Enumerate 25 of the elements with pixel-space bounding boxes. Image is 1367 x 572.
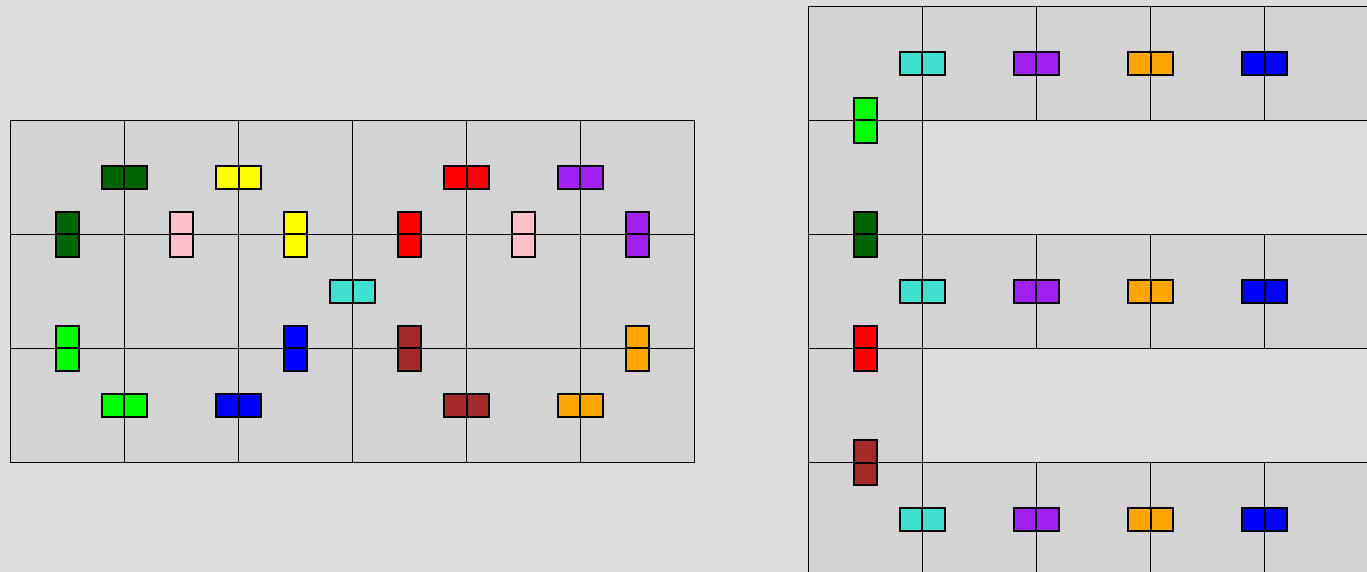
grid-cell <box>1264 6 1367 121</box>
grid-cell <box>580 348 695 463</box>
grid-cell <box>466 348 581 463</box>
grid-cell <box>1264 234 1367 349</box>
grid-cell <box>10 348 125 463</box>
grid-cell <box>808 348 923 463</box>
grid-cell <box>124 348 239 463</box>
grid-cell <box>1264 462 1367 572</box>
grid-cell <box>238 348 353 463</box>
grid-cell <box>922 462 1037 572</box>
grid-cell <box>808 462 923 572</box>
grid-cell <box>580 234 695 349</box>
grid-cell <box>1150 234 1265 349</box>
grid-cell <box>352 348 467 463</box>
grid-cell <box>922 234 1037 349</box>
grid-cell <box>1150 6 1265 121</box>
grid-cell <box>580 120 695 235</box>
grid-cell <box>922 6 1037 121</box>
grid-cell <box>124 234 239 349</box>
grid-cell <box>466 234 581 349</box>
grid-cell <box>1036 234 1151 349</box>
grid-cell <box>1036 462 1151 572</box>
grid-cell <box>1150 462 1265 572</box>
grid-cell <box>1036 6 1151 121</box>
grid-cell <box>808 120 923 235</box>
